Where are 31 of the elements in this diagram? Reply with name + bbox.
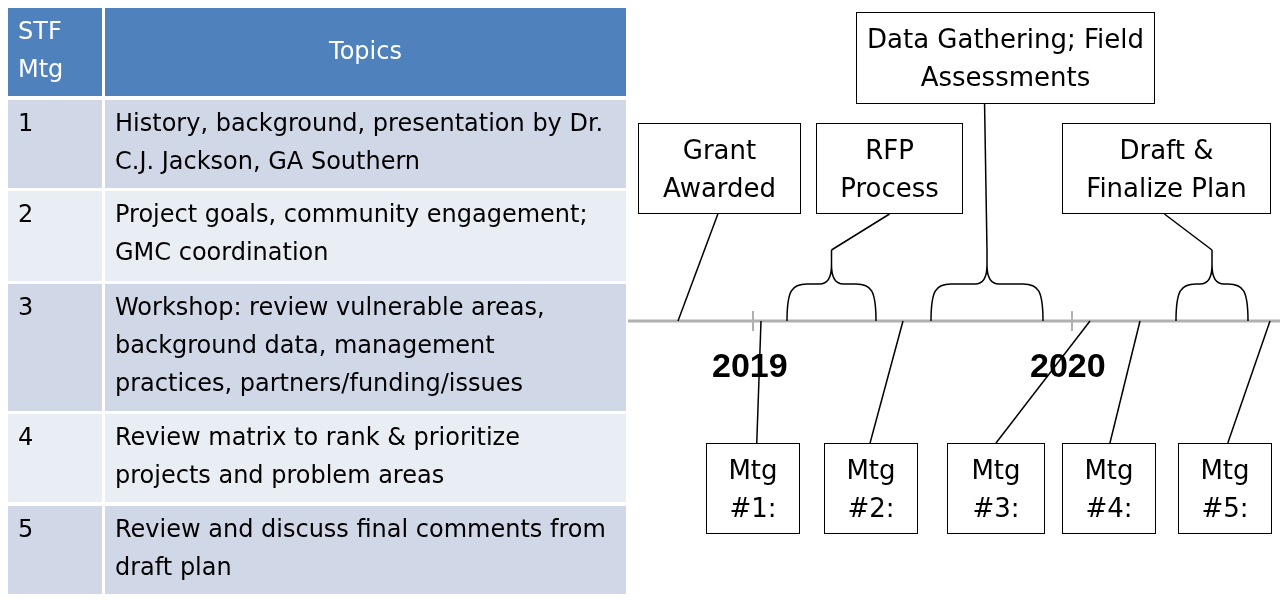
leader-line xyxy=(1109,320,1141,444)
table-cell: 2 xyxy=(8,191,102,281)
table-cell: Review and discuss final comments from draft plan xyxy=(105,506,626,594)
callout-box: Grant Awarded xyxy=(638,123,801,214)
table-cell: History, background, presentation by Dr. C.J. Jackson, GA Southern xyxy=(105,100,626,188)
header-cell: Topics xyxy=(105,8,626,96)
leader-line xyxy=(830,213,891,251)
brace xyxy=(930,249,1044,322)
leader-line xyxy=(677,213,719,322)
meeting-box: Mtg #4: xyxy=(1062,443,1156,534)
meeting-box: Mtg #3: xyxy=(947,443,1045,534)
brace xyxy=(786,249,877,322)
callout-box: Draft & Finalize Plan xyxy=(1062,123,1271,214)
header-cell: STF Mtg xyxy=(8,8,102,96)
callout-box: Data Gathering; Field Assessments xyxy=(856,12,1155,104)
table-cell: 4 xyxy=(8,414,102,502)
meeting-box: Mtg #2: xyxy=(824,443,918,534)
meeting-box: Mtg #5: xyxy=(1178,443,1272,534)
table-cell: 1 xyxy=(8,100,102,188)
callout-box: RFP Process xyxy=(816,123,963,214)
meeting-box: Mtg #1: xyxy=(706,443,800,534)
leader-line xyxy=(1163,213,1213,251)
table-cell: Workshop: review vulnerable areas, background data, management practices, partners/funding/issues xyxy=(105,284,626,411)
table-cell: Project goals, community engagement; GMC coordination xyxy=(105,191,626,281)
leader-line xyxy=(869,320,904,444)
brace xyxy=(1175,249,1249,322)
table-cell: 3 xyxy=(8,284,102,411)
leader-line xyxy=(1227,320,1271,444)
table-cell: 5 xyxy=(8,506,102,594)
leader-line xyxy=(983,103,988,251)
table-cell: Review matrix to rank & prioritize projects and problem areas xyxy=(105,414,626,502)
